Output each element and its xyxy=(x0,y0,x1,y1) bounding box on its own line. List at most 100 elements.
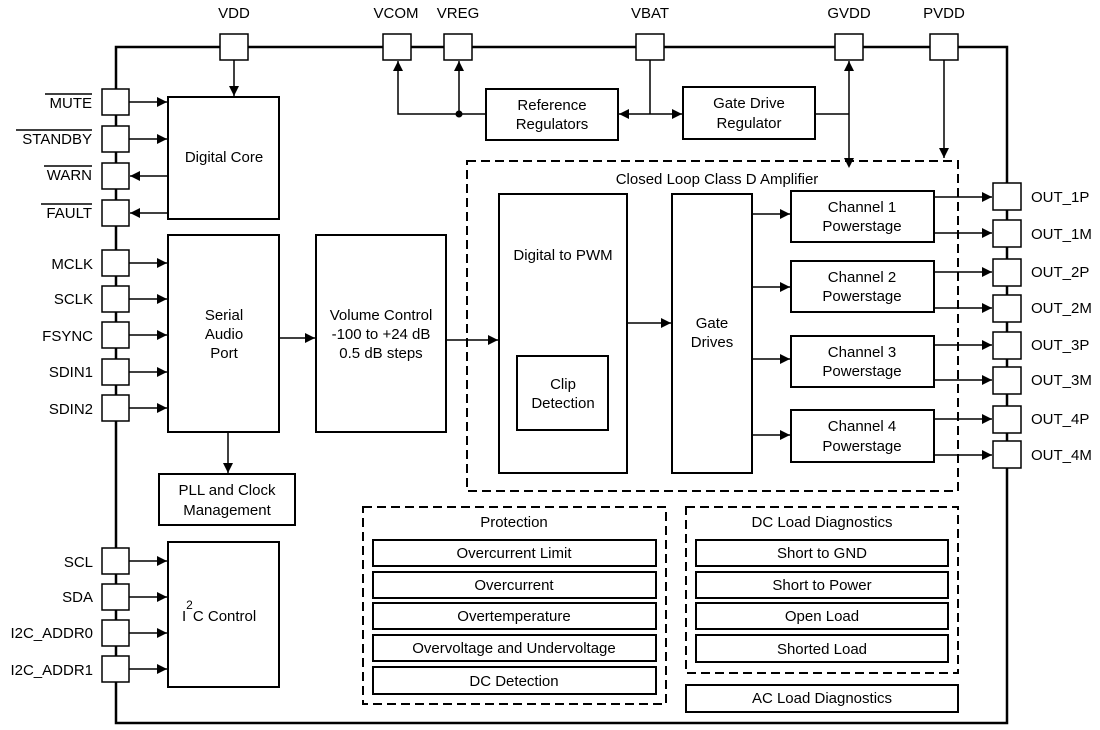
pin-out-4m: OUT_4M xyxy=(992,440,1092,469)
protection-item: Overcurrent xyxy=(474,577,554,594)
dc-load-diagnostics-title: DC Load Diagnostics xyxy=(752,514,893,531)
digital-core-block: Digital Core xyxy=(167,96,280,220)
digital-to-pwm-block: Digital to PWM xyxy=(498,193,628,474)
channel-1-line-1: Channel 1 xyxy=(828,199,896,216)
pin-label-out-2p: OUT_2P xyxy=(1031,264,1089,281)
pin-out-1p: OUT_1P xyxy=(992,182,1089,211)
class-d-amplifier-title: Closed Loop Class D Amplifier xyxy=(616,171,819,188)
clip-detection-block: Clip Detection xyxy=(516,355,609,431)
i2c-control-block: I2C Control xyxy=(167,541,280,688)
pin-fsync: FSYNC xyxy=(42,321,130,349)
pin-sdin1: SDIN1 xyxy=(49,358,130,386)
pin-vreg: VREG xyxy=(437,5,480,61)
channel-2-line-1: Channel 2 xyxy=(828,269,896,286)
pin-out-2m: OUT_2M xyxy=(992,294,1092,323)
pin-label-warn: WARN xyxy=(47,167,92,184)
gate-drive-regulator-line-2: Regulator xyxy=(716,115,781,132)
digital-to-pwm-label: Digital to PWM xyxy=(513,247,612,264)
volume-control-line-2: -100 to +24 dB xyxy=(332,326,431,343)
pin-label-vcom: VCOM xyxy=(374,5,419,22)
clip-detection-line-2: Detection xyxy=(531,395,594,412)
ac-load-diagnostics-label: AC Load Diagnostics xyxy=(752,690,892,707)
pin-warn: WARN xyxy=(44,162,130,190)
pll-line-1: PLL and Clock xyxy=(178,482,276,499)
channel-3-powerstage-block: Channel 3 Powerstage xyxy=(790,335,935,388)
protection-item: Overtemperature xyxy=(457,608,570,625)
pin-label-scl: SCL xyxy=(64,554,93,571)
pin-label-vdd: VDD xyxy=(218,5,250,22)
pin-out-1m: OUT_1M xyxy=(992,219,1092,248)
pin-out-2p: OUT_2P xyxy=(992,258,1089,287)
gate-drive-regulator-block: Gate Drive Regulator xyxy=(682,86,816,140)
channel-1-powerstage-block: Channel 1 Powerstage xyxy=(790,190,935,243)
channel-4-line-2: Powerstage xyxy=(822,438,901,455)
pin-gvdd: GVDD xyxy=(827,5,871,61)
pin-label-sclk: SCLK xyxy=(54,291,93,308)
pin-out-3p: OUT_3P xyxy=(992,331,1089,360)
gate-drive-regulator-line-1: Gate Drive xyxy=(713,95,785,112)
pin-label-sdin2: SDIN2 xyxy=(49,401,93,418)
pin-label-out-1m: OUT_1M xyxy=(1031,226,1092,243)
pin-label-gvdd: GVDD xyxy=(827,5,871,22)
pin-label-sdin1: SDIN1 xyxy=(49,364,93,381)
wire-ref-vcom xyxy=(393,61,486,115)
dc-diagnostics-item: Shorted Load xyxy=(777,641,867,658)
gate-drives-line-1: Gate xyxy=(696,315,729,332)
pin-scl: SCL xyxy=(64,547,130,575)
dc-diagnostics-item: Short to GND xyxy=(777,545,867,562)
pin-label-pvdd: PVDD xyxy=(923,5,965,22)
pin-out-4p: OUT_4P xyxy=(992,405,1089,434)
pin-label-vbat: VBAT xyxy=(631,5,669,22)
protection-item: DC Detection xyxy=(469,673,558,690)
pll-line-2: Management xyxy=(183,502,271,519)
pin-label-fsync: FSYNC xyxy=(42,328,93,345)
pin-label-out-3p: OUT_3P xyxy=(1031,337,1089,354)
pin-label-out-4m: OUT_4M xyxy=(1031,447,1092,464)
pin-mclk: MCLK xyxy=(51,249,130,277)
channel-4-line-1: Channel 4 xyxy=(828,418,896,435)
reference-regulators-line-1: Reference xyxy=(517,97,586,114)
reference-regulators-line-2: Regulators xyxy=(516,116,589,133)
pin-standby: STANDBY xyxy=(16,125,130,153)
channel-3-line-1: Channel 3 xyxy=(828,344,896,361)
dc-diagnostics-item: Short to Power xyxy=(772,577,871,594)
pin-label-vreg: VREG xyxy=(437,5,480,22)
pin-label-out-4p: OUT_4P xyxy=(1031,411,1089,428)
reference-regulators-block: Reference Regulators xyxy=(485,88,619,141)
channel-1-line-2: Powerstage xyxy=(822,218,901,235)
connection-wires xyxy=(129,60,992,674)
pin-label-out-1p: OUT_1P xyxy=(1031,189,1089,206)
channel-2-line-2: Powerstage xyxy=(822,288,901,305)
junction-dot xyxy=(455,110,463,118)
pin-sdin2: SDIN2 xyxy=(49,394,130,422)
pin-mute: MUTE xyxy=(45,88,130,116)
i2c-control-label-sup: 2 xyxy=(186,598,193,612)
digital-core-label: Digital Core xyxy=(185,149,263,166)
pin-pvdd: PVDD xyxy=(923,5,965,61)
class-d-amplifier-group: Closed Loop Class D Amplifier xyxy=(466,160,959,492)
pin-label-i2c-addr0: I2C_ADDR0 xyxy=(10,625,93,642)
pin-label-out-2m: OUT_2M xyxy=(1031,300,1092,317)
gate-drives-line-2: Drives xyxy=(691,334,734,351)
pin-sclk: SCLK xyxy=(54,285,130,313)
volume-control-block: Volume Control -100 to +24 dB 0.5 dB ste… xyxy=(315,234,447,433)
dc-diagnostics-item: Open Load xyxy=(785,608,859,625)
serial-audio-port-line-3: Port xyxy=(210,345,238,362)
protection-item: Overvoltage and Undervoltage xyxy=(412,640,615,657)
channel-2-powerstage-block: Channel 2 Powerstage xyxy=(790,260,935,313)
i2c-control-label-pre: I xyxy=(182,608,186,625)
pin-label-standby: STANDBY xyxy=(22,131,92,148)
serial-audio-port-line-2: Audio xyxy=(205,326,243,343)
pll-clock-management-block: PLL and Clock Management xyxy=(158,473,296,526)
protection-group: Protection Overcurrent Limit Overcurrent… xyxy=(362,506,667,705)
pin-label-mclk: MCLK xyxy=(51,256,93,273)
gate-drives-block: Gate Drives xyxy=(671,193,753,474)
pin-fault: FAULT xyxy=(41,199,130,227)
pin-label-fault: FAULT xyxy=(46,205,92,222)
pin-i2c-addr0: I2C_ADDR0 xyxy=(10,619,130,647)
pin-vdd: VDD xyxy=(218,5,250,61)
pin-label-out-3m: OUT_3M xyxy=(1031,372,1092,389)
pin-vbat: VBAT xyxy=(631,5,669,61)
pin-label-mute: MUTE xyxy=(50,95,93,112)
